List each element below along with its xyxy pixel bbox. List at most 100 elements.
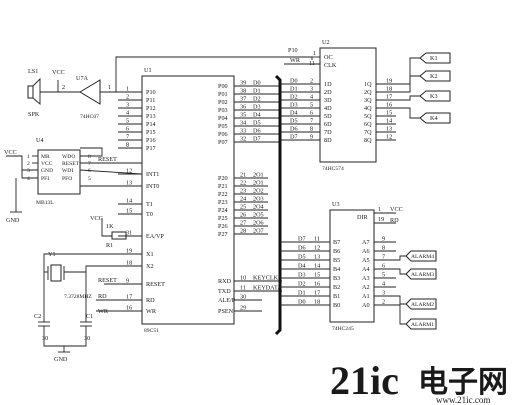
u3-dir-pin: 1 [378, 206, 381, 213]
u4-wdo-wire [80, 147, 103, 157]
u2-input-pin: 4 [310, 94, 313, 101]
u1-pin-name: P27 [218, 231, 228, 238]
u1-net-label: 2O4 [253, 204, 264, 211]
u1-pin-number: 18 [126, 260, 132, 267]
u2-wr-label: WR [290, 57, 301, 64]
u1-wr-net: WR [98, 308, 109, 315]
buffer-triangle [79, 79, 101, 105]
u2-input-net: D1 [290, 86, 298, 93]
u2-input-name: 1D [324, 81, 332, 88]
u4-pin-number: 5 [88, 176, 91, 182]
u1-pin-number: 31 [126, 230, 132, 237]
caps-ground-wire [43, 326, 87, 347]
key-flag [419, 52, 451, 64]
u1-pin-name: INT1 [146, 171, 159, 178]
u2-output-name: 1Q [364, 81, 372, 88]
u1-pin-number: 39 [240, 80, 246, 87]
u3-part: 74HC245 [332, 326, 354, 332]
u4-pin-name: WDO [62, 154, 75, 160]
u1-pin-name: P05 [218, 123, 228, 130]
u1-pin-name: WR [146, 308, 157, 315]
u1-pin-number: 32 [240, 136, 246, 143]
x1-wire [43, 253, 142, 272]
u1-body [141, 75, 235, 325]
u1-pin-name: P03 [218, 107, 228, 114]
u3-b-pin: 13 [314, 254, 320, 261]
u4-pin-name: PFI [41, 176, 49, 182]
u3-b-net: D1 [298, 290, 306, 297]
u1-pin-number: 6 [126, 126, 129, 133]
key-label: K1 [430, 55, 438, 62]
r1-value: 1K [106, 223, 114, 230]
u1-pin-number: 37 [240, 96, 246, 103]
u1-pin-number: 8 [126, 142, 129, 149]
u1-net-label: D2 [253, 96, 261, 103]
u1-pin-name: P14 [146, 121, 156, 128]
r1-ref: R1 [106, 242, 113, 249]
u3-a-pin: 5 [382, 272, 385, 279]
u1-net-label: 2O7 [253, 228, 264, 235]
u1-net-label: D4 [253, 112, 261, 119]
c1-ref: C1 [86, 313, 93, 320]
u2-output-name: 3Q [364, 97, 372, 104]
u1-pin-number: 22 [240, 180, 246, 187]
u2-input-name: 5D [324, 113, 332, 120]
u3-a-name: A5 [362, 257, 370, 264]
u1-pin-number: 9 [126, 278, 129, 285]
u1-pin-name: P01 [218, 91, 228, 98]
u4-vcc-wire [6, 155, 38, 171]
u4-ref: U4 [36, 137, 44, 144]
u1-pin-name: P26 [218, 223, 228, 230]
u3-b-name: B6 [333, 248, 340, 255]
u2-ref: U2 [322, 39, 330, 46]
u1-left-wiring: RESET RD WR [96, 56, 313, 315]
u1-pin-name: RD [146, 297, 155, 304]
u3-b-pin: 14 [314, 263, 320, 270]
u1-pin-name: PSEN [218, 308, 234, 315]
p10-wire [115, 56, 313, 92]
u2-input-pin: 5 [310, 102, 313, 109]
u1-pin-number: 36 [240, 104, 246, 111]
u1-ref: U1 [144, 67, 152, 74]
u1-pin-name: P25 [218, 215, 228, 222]
u1-pin-name: T0 [146, 211, 153, 218]
u3-b-net: D2 [298, 281, 306, 288]
u3-b-name: B5 [333, 257, 340, 264]
u2-p10-label: P10 [288, 47, 298, 54]
key-wire [396, 95, 420, 101]
u3-a-name: A0 [362, 302, 370, 309]
resistor-r1: VCC R1 1K [90, 215, 142, 249]
u2-body [319, 47, 377, 163]
u1-pin-number: 17 [126, 294, 132, 301]
u1-net-label: 2O6 [253, 220, 264, 227]
u2-output-name: 2Q [364, 89, 372, 96]
u2-output-pin: 14 [386, 118, 392, 125]
u3-b-name: B7 [333, 239, 340, 246]
u3-a-pin: 7 [382, 254, 385, 261]
u1-pin-number: 34 [240, 120, 246, 127]
u3-b-name: B0 [333, 302, 340, 309]
key-wire [396, 57, 420, 85]
u4-gnd-wire [21, 170, 38, 179]
u3-a-pin: 9 [382, 236, 385, 243]
u3-e-net: RD [390, 217, 399, 224]
key-flag [419, 70, 451, 82]
u2-input-net: D0 [290, 78, 298, 85]
u1-pin-number: 26 [240, 212, 246, 219]
u1-pin-name: X2 [146, 263, 154, 270]
u1-net-label: 2O1 [253, 172, 264, 179]
u4-gnd-label: GND [6, 217, 20, 224]
u1-pin-name: P11 [146, 97, 155, 104]
u3-b-name: B3 [333, 275, 340, 282]
u1-pin-name: P07 [218, 139, 228, 146]
watermark-url: www.21ic.com [436, 395, 490, 405]
u2-input-name: 2D [324, 89, 332, 96]
u1-pin-number: 12 [126, 168, 132, 175]
u4-reset-net: RESET [98, 156, 117, 163]
u4-wdi-wire [79, 169, 143, 175]
